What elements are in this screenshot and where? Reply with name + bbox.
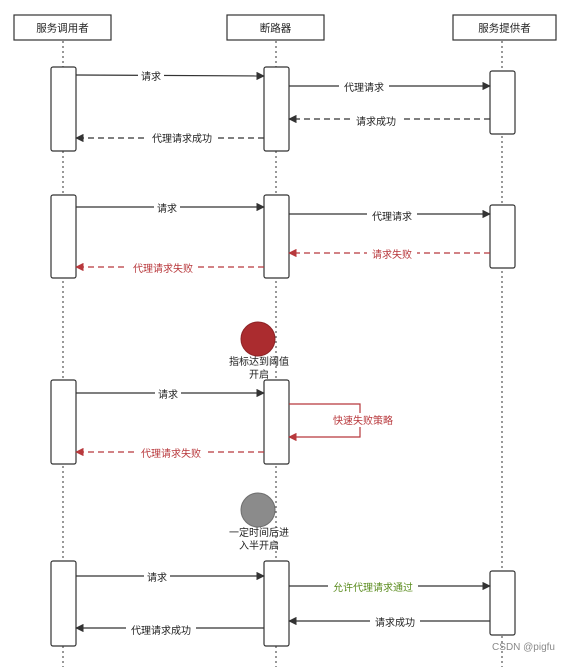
- circuit-half-open-state: 一定时间后进 入半开启: [229, 492, 289, 552]
- message-arrow: [75, 71, 265, 81]
- activation-box: [263, 66, 290, 152]
- watermark: CSDN @pigfu: [492, 642, 555, 653]
- message-label: 请求失败: [372, 248, 412, 261]
- activation-box: [263, 379, 290, 465]
- activation-box: [50, 66, 77, 152]
- participant-provider-label: 服务提供者: [478, 22, 531, 35]
- activation-box: [489, 570, 516, 636]
- circuit-open-state: 指标达到阈值 开启: [229, 321, 289, 381]
- message-label: 请求: [147, 571, 167, 584]
- half-open-state-label-line1: 一定时间后进: [229, 526, 289, 539]
- message-label: 代理请求成功: [152, 132, 212, 145]
- participant-breaker-label: 断路器: [260, 22, 292, 35]
- message-label: 请求成功: [356, 115, 396, 128]
- half-open-state-icon: [240, 492, 276, 528]
- message-label: 代理请求失败: [133, 262, 193, 275]
- open-state-label-line2: 开启: [249, 368, 269, 381]
- message-label: 请求: [157, 202, 177, 215]
- open-state-icon: [240, 321, 276, 357]
- message-label: 请求成功: [375, 616, 415, 629]
- message-label: 请求: [141, 70, 161, 83]
- message-label: 代理请求: [372, 210, 412, 223]
- activation-box: [263, 560, 290, 647]
- activation-box: [489, 204, 516, 269]
- participant-caller: 服务调用者: [13, 14, 112, 41]
- participant-caller-label: 服务调用者: [36, 22, 89, 35]
- open-state-label-line1: 指标达到阈值: [229, 355, 289, 368]
- activation-box: [50, 379, 77, 465]
- message-label: 允许代理请求通过: [333, 581, 413, 594]
- message-label: 请求: [158, 388, 178, 401]
- message-label: 快速失败策略: [333, 414, 393, 427]
- participant-breaker: 断路器: [226, 14, 325, 41]
- activation-box: [263, 194, 290, 279]
- participant-provider: 服务提供者: [452, 14, 557, 41]
- activation-box: [50, 560, 77, 647]
- message-label: 代理请求失败: [141, 447, 201, 460]
- message-label: 代理请求成功: [131, 624, 191, 637]
- activation-box: [489, 70, 516, 135]
- activation-box: [50, 194, 77, 279]
- message-label: 代理请求: [344, 81, 384, 94]
- half-open-state-label-line2: 入半开启: [239, 539, 279, 552]
